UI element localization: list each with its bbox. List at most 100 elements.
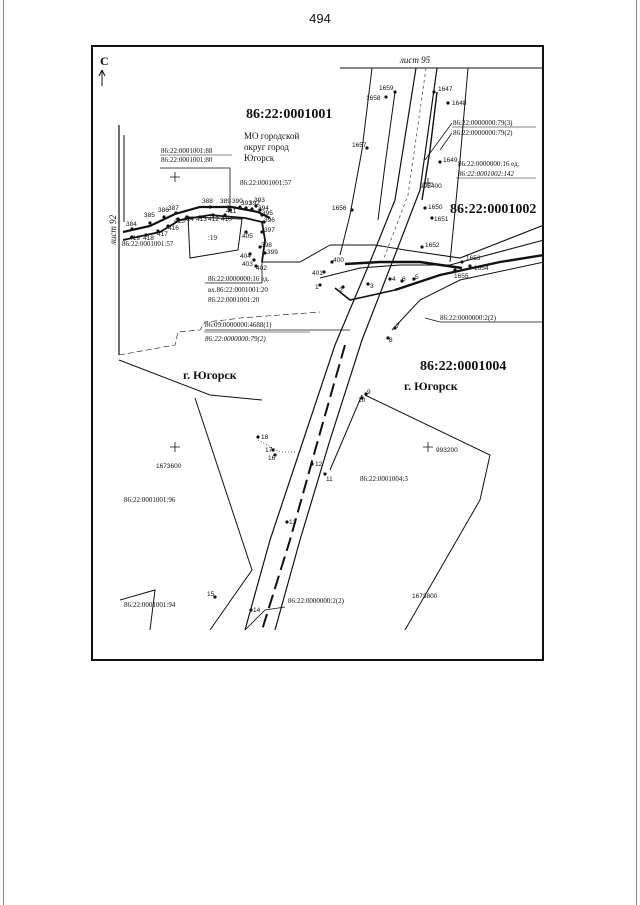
point-1652: 1652 [420, 242, 440, 249]
point-1650: 1650 [423, 204, 443, 211]
point-1648: 1648 [446, 100, 467, 107]
svg-text:1652: 1652 [425, 242, 440, 249]
admin-boundary-west [118, 359, 263, 401]
svg-text:401: 401 [312, 270, 323, 277]
svg-text:17: 17 [265, 447, 273, 454]
parcel-label-vh20: вх.86:22:0001001:20 [208, 286, 268, 294]
point-1657: 1657 [352, 142, 369, 150]
leader-lines [160, 122, 542, 631]
point-1649: 1649 [438, 157, 458, 164]
parcel-label-1001-88: 86:22:0001001:88 [161, 147, 213, 155]
boundary-junction [334, 287, 396, 301]
dotted-boundary [257, 439, 295, 453]
svg-text:385: 385 [144, 212, 155, 219]
point-6: 6 [400, 276, 406, 283]
point-390: 390 [232, 198, 243, 209]
svg-text:1657: 1657 [352, 142, 367, 149]
road-centerline-heavy [261, 344, 346, 631]
scan-margin-right [636, 0, 637, 905]
svg-text:14: 14 [253, 607, 261, 614]
parcel-label-1001-80: 86:22:0001001:80 [161, 156, 213, 164]
point-1656: 1656 [332, 205, 354, 212]
mo-label-line1: МО городской [244, 131, 299, 141]
point-399: 399 [263, 249, 278, 256]
point-388: 388 [202, 198, 213, 209]
parcel-1004-3-boundary [364, 394, 491, 631]
svg-text:391: 391 [241, 200, 252, 207]
point-403: 403 [242, 258, 256, 268]
parcel-label-1001-96: 86:22:0001001:96 [124, 496, 176, 504]
point-418: 418 [143, 233, 154, 242]
svg-text:1659: 1659 [379, 85, 394, 92]
svg-text:3: 3 [370, 283, 374, 290]
svg-text:11: 11 [326, 476, 333, 483]
svg-text:18: 18 [261, 434, 269, 441]
point-419: 419 [129, 235, 140, 242]
cross-road-north [330, 224, 545, 259]
svg-text:411: 411 [226, 208, 237, 215]
point-17: 17 [265, 447, 275, 454]
parcel-19-outline [187, 216, 243, 259]
point-1647: 1647 [432, 86, 453, 94]
parcel-label-1001-57b: 86:22:0001001:57 [122, 240, 174, 248]
parcel-link-east [262, 244, 331, 263]
point-415: 415 [174, 217, 185, 225]
point-397: 397 [260, 227, 275, 234]
north-label: С [100, 54, 109, 68]
grid-crosses [170, 172, 433, 452]
road-centerline [383, 67, 427, 259]
parcel-label-20: 86:22:0001001:20 [208, 296, 260, 304]
svg-text:405: 405 [242, 233, 253, 240]
point-417: 417 [156, 229, 168, 238]
point-398: 398 [258, 242, 272, 249]
parcel-line-east [449, 67, 469, 263]
svg-text:414: 414 [183, 216, 194, 223]
svg-text:1656: 1656 [332, 205, 347, 212]
point-12: 12 [310, 461, 323, 468]
point-384: 384 [126, 221, 137, 231]
block-label-1001: 86:22:0001001 [246, 107, 332, 122]
mo-label-line3: Югорск [244, 153, 275, 163]
top-sheet-label: лист 95 [399, 55, 431, 65]
boundary-heavy-cross [344, 260, 463, 270]
coord-label-1673600: 1673600 [156, 463, 182, 470]
point-7: 7 [393, 323, 400, 330]
point-1653: 1653 [460, 255, 481, 264]
svg-text:399: 399 [267, 249, 278, 256]
road-edge-left [244, 67, 417, 631]
mo-label-line2: округ город [244, 142, 289, 152]
svg-text:400: 400 [333, 257, 344, 264]
svg-text:387: 387 [168, 205, 179, 212]
svg-text:395: 395 [262, 210, 273, 217]
north-arrow-head [98, 69, 106, 77]
svg-text:396: 396 [264, 217, 275, 224]
point-11: 11 [323, 472, 333, 483]
block-label-1004: 86:22:0001004 [420, 359, 506, 374]
svg-text:16: 16 [268, 455, 276, 462]
svg-text:12: 12 [315, 461, 323, 468]
parcel-label-2-2a: 86:22:0000000:2(2) [440, 314, 497, 322]
svg-text:1650: 1650 [428, 204, 443, 211]
town-label-left: г. Югорск [183, 368, 237, 382]
boundary-heavy-east [394, 253, 545, 292]
point-1651: 1651 [430, 216, 449, 223]
svg-text:1653: 1653 [466, 255, 481, 262]
scan-margin-left [3, 0, 4, 905]
svg-text:419: 419 [129, 235, 140, 242]
boundary-east-lower [391, 261, 545, 331]
map-frame [91, 45, 544, 661]
svg-text:10: 10 [358, 397, 366, 404]
point-3: 3 [366, 282, 374, 290]
point-396: 396 [262, 217, 275, 224]
parcel-label-79-3: 86:22:0000000:79(3) [453, 119, 513, 127]
parcel-label-16a: 86:22:0000000:16 ед. [458, 160, 520, 168]
svg-text:1658: 1658 [366, 95, 381, 102]
point-18: 18 [256, 434, 269, 441]
svg-text:1654: 1654 [474, 265, 489, 272]
parcel-outline-north [122, 205, 271, 234]
point-16: 16 [268, 453, 277, 462]
svg-text:418: 418 [143, 235, 154, 242]
point-392: 392 [249, 200, 260, 211]
svg-text:8: 8 [389, 337, 393, 344]
